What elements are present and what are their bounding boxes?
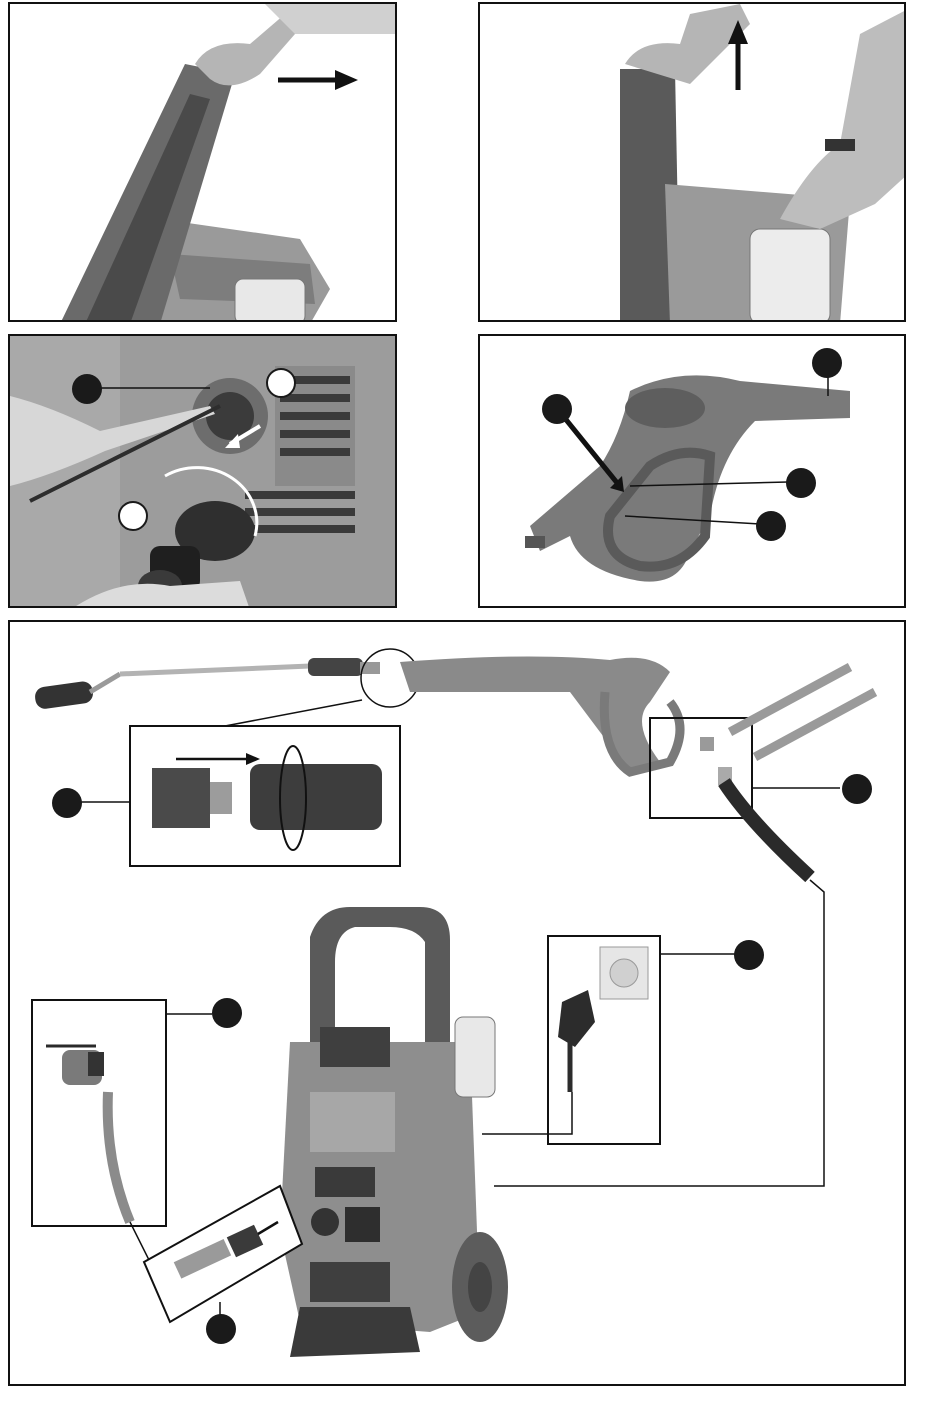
gun-connector: [250, 764, 382, 830]
callout-hose-gun-connection: [842, 774, 872, 804]
callout-power-supply: [734, 940, 764, 970]
figure-4-panel: [478, 334, 906, 608]
callout-spray-lance-connection: [812, 348, 842, 378]
figure-3-panel: [8, 334, 397, 608]
callout-inlet-opening: [266, 368, 296, 398]
callout-safety-lock: [542, 394, 572, 424]
callout-trigger-lock: [786, 468, 816, 498]
figure-4-illustration: [480, 336, 906, 608]
figure-2-panel: [478, 2, 906, 322]
callout-water-supply: [212, 998, 242, 1028]
figure-5-illustration: [10, 622, 906, 1386]
figure-3-illustration: [10, 336, 397, 608]
callout-adapter: [118, 501, 148, 531]
callout-lance-coupling: [52, 788, 82, 818]
water-supply-detail: [32, 1000, 166, 1226]
callout-inlet-filter: [72, 374, 102, 404]
figure-1-panel: [8, 2, 397, 322]
lance-connector: [152, 768, 210, 828]
callout-trigger: [756, 511, 786, 541]
arrow-right-icon: [10, 4, 397, 322]
callout-hose-coupling: [206, 1314, 236, 1344]
arrow-up-icon: [480, 4, 906, 322]
figure-5-panel: [8, 620, 906, 1386]
